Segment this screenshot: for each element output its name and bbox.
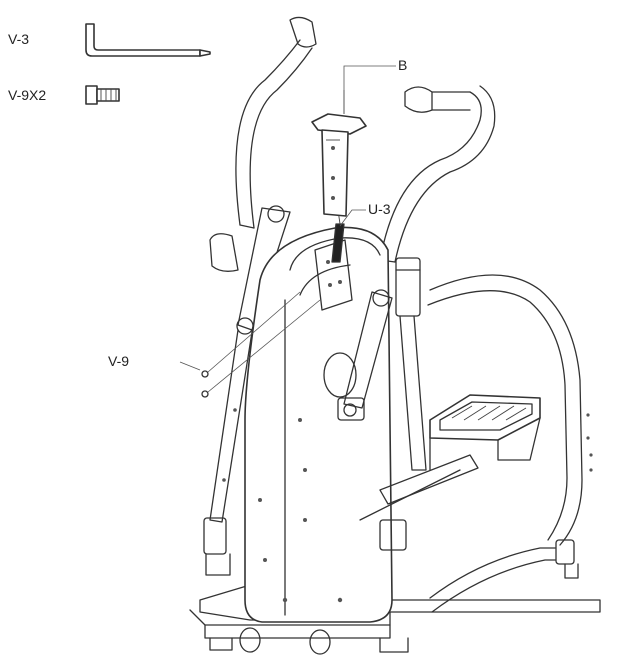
- callouts: B U-3 V-9: [108, 57, 407, 398]
- leader-v9: [179, 361, 201, 371]
- parts-legend: V-3 V-9X2: [8, 23, 211, 105]
- left-handlebar: [235, 16, 317, 229]
- left-rear-stabilizer: [209, 233, 239, 272]
- elliptical-machine: [189, 16, 601, 655]
- right-handlebar: [379, 85, 496, 263]
- main-cover: [244, 226, 393, 623]
- allen-key-icon: [85, 23, 211, 57]
- leader-b: [343, 65, 396, 90]
- pedal-rail: [359, 454, 479, 551]
- leader-u3: [339, 209, 366, 227]
- bolt-v9-lower: [201, 299, 321, 398]
- label-u3: U-3: [368, 201, 391, 217]
- label-v9x2: V-9X2: [8, 87, 46, 103]
- bolt-v9-upper: [201, 291, 301, 378]
- label-v3: V-3: [8, 31, 29, 47]
- rear-frame-arc: [427, 274, 593, 546]
- label-b: B: [398, 57, 407, 73]
- bolt-icon: [85, 85, 120, 105]
- right-swing-arm: [337, 257, 427, 471]
- left-swing-arm: [203, 205, 291, 576]
- base-frame: [189, 539, 601, 655]
- label-v9: V-9: [108, 353, 129, 369]
- foot-pedal: [429, 394, 541, 471]
- console-mast-b: [311, 90, 367, 217]
